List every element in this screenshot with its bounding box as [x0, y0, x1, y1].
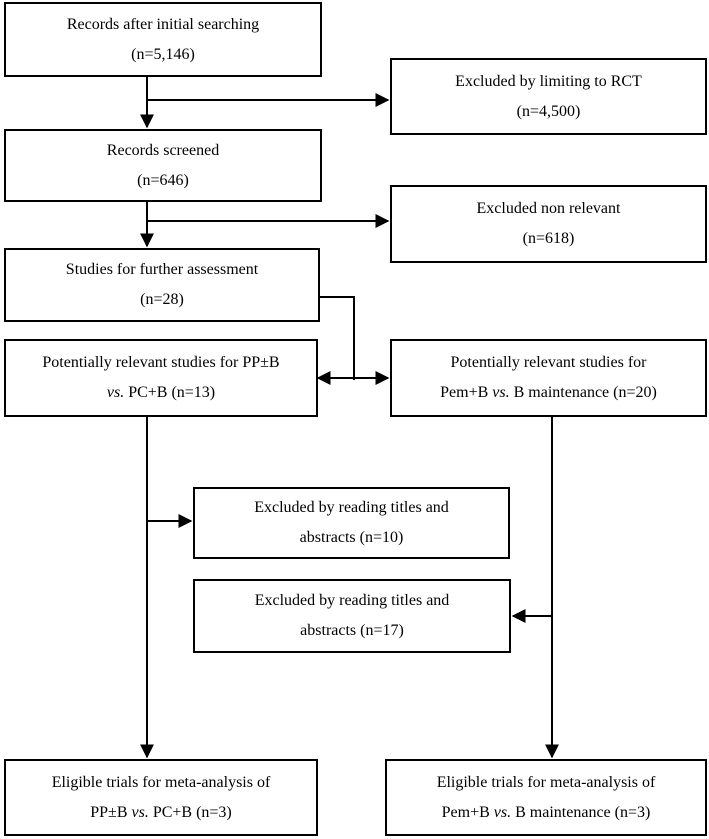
label-line-1: Potentially relevant studies for [450, 354, 647, 371]
label-line-2: (n=28) [140, 291, 184, 308]
label-line-1: Potentially relevant studies for PP±B [42, 354, 280, 371]
label-line-2: vs. PC+B (n=13) [106, 384, 216, 401]
label-line-1: Records screened [106, 141, 220, 159]
label-line-1: Excluded by limiting to RCT [455, 72, 642, 90]
label-line-2: abstracts (n=10) [299, 529, 404, 546]
connector-further-split [320, 296, 355, 380]
box-further-assessment: Studies for further assessment (n=28) [4, 248, 320, 322]
box-pp-relevant: Potentially relevant studies for PP±B vs… [4, 339, 318, 417]
label-line-1: Excluded by reading titles and [254, 592, 450, 609]
box-records-screened: Records screened (n=646) [4, 129, 322, 202]
label-line-1: Studies for further assessment [65, 261, 259, 278]
box-excluded-nonrelevant: Excluded non relevant (n=618) [390, 185, 707, 263]
label-line-2: abstracts (n=17) [300, 622, 404, 639]
label-line-1: Excluded by reading titles and [254, 499, 449, 516]
box-eligible-pp: Eligible trials for meta-analysis of PP±… [4, 759, 318, 836]
box-pem-relevant: Potentially relevant studies for Pem+B v… [390, 339, 707, 417]
label-line-2: (n=4,500) [516, 102, 581, 120]
box-records-initial: Records after initial searching (n=5,146… [4, 2, 322, 77]
label-line-2: (n=646) [137, 171, 189, 189]
label-line-2: Pem+B vs. B maintenance (n=3) [441, 803, 651, 821]
label-line-1: Eligible trials for meta-analysis of [436, 773, 656, 791]
label-line-1: Excluded non relevant [476, 200, 621, 217]
label-line-2: (n=5,146) [131, 45, 195, 63]
label-line-2: PP±B vs. PC+B (n=3) [90, 803, 232, 821]
box-excluded-titles-right: Excluded by reading titles and abstracts… [193, 579, 511, 653]
label-line-1: Eligible trials for meta-analysis of [51, 773, 271, 791]
label-line-2: Pem+B vs. B maintenance (n=20) [440, 384, 657, 401]
label-line-2: (n=618) [522, 230, 575, 247]
label-line-1: Records after initial searching [66, 15, 260, 33]
box-excluded-rct: Excluded by limiting to RCT (n=4,500) [390, 58, 707, 135]
box-excluded-titles-left: Excluded by reading titles and abstracts… [193, 487, 510, 559]
box-eligible-pem: Eligible trials for meta-analysis of Pem… [385, 759, 707, 836]
